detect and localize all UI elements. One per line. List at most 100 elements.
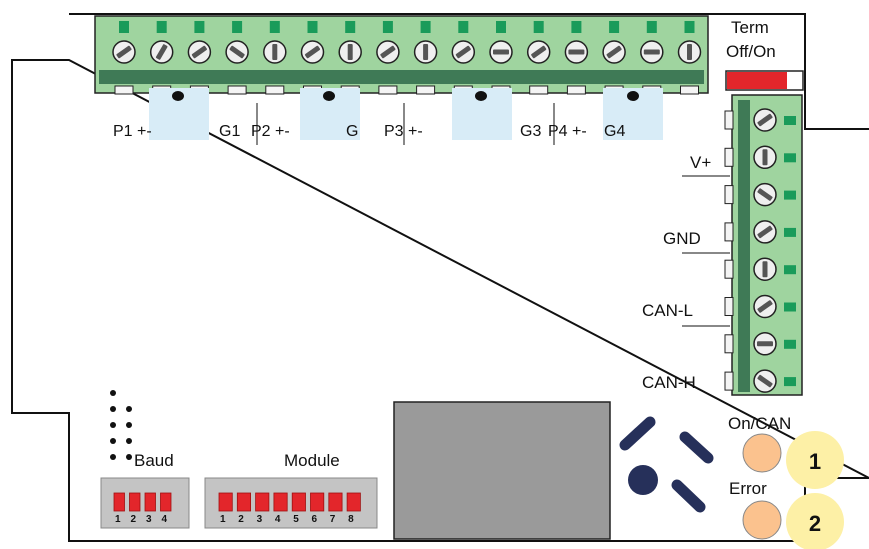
jumper-dot (110, 406, 116, 412)
top-terminal-block (94, 15, 709, 95)
terminal-tab (724, 297, 734, 316)
terminal-indicator (496, 21, 506, 33)
terminal-screw[interactable] (753, 108, 777, 132)
dip-lever[interactable] (328, 492, 343, 512)
terminal-indicator (609, 21, 620, 33)
terminal-screw[interactable] (112, 40, 136, 64)
dip-number: 4 (275, 514, 281, 525)
badge-number: 1 (809, 449, 821, 474)
dip-lever[interactable] (346, 492, 361, 512)
jumper-dot (110, 438, 116, 444)
terminal-screw[interactable] (338, 40, 362, 64)
terminal-tab (566, 85, 586, 95)
terminal-screw[interactable] (753, 369, 777, 393)
dip-lever[interactable] (113, 492, 125, 512)
terminal-tab (416, 85, 436, 95)
dip-lever[interactable] (160, 492, 172, 512)
terminal-tab (265, 85, 285, 95)
jumper-dot (110, 454, 116, 460)
terminal-indicator (533, 21, 544, 33)
dip-lever[interactable] (255, 492, 270, 512)
control-button-center[interactable] (628, 465, 658, 495)
terminal-screw[interactable] (753, 145, 777, 170)
terminal-indicator (784, 302, 796, 312)
led-label: Error (729, 479, 767, 498)
jumper-dot (126, 454, 132, 460)
terminal-screw[interactable] (225, 40, 249, 64)
terminal-indicator (646, 21, 657, 33)
dip-number: 1 (115, 514, 121, 525)
terminal-tab (724, 371, 734, 391)
terminal-indicator (307, 21, 318, 33)
terminal-screw[interactable] (263, 40, 287, 64)
label-gnd: GND (663, 229, 701, 248)
terminal-screw[interactable] (526, 40, 551, 64)
label-can-h: CAN-H (642, 373, 696, 392)
terminal-screw[interactable] (413, 40, 438, 64)
number-badge (786, 493, 844, 549)
dip-lever[interactable] (310, 492, 325, 512)
terminal-indicator (784, 339, 796, 349)
dip-number: 3 (146, 514, 152, 525)
terminal-screw[interactable] (376, 40, 400, 64)
contact-dot (172, 91, 184, 101)
terminal-tab (724, 147, 734, 167)
terminal-screw[interactable] (489, 40, 513, 64)
dip-lever[interactable] (144, 492, 156, 512)
jumper-dot (110, 422, 116, 428)
dip-number: 2 (238, 514, 244, 525)
dip-number: 7 (330, 514, 336, 525)
label-p4: P4 +- (548, 123, 587, 140)
dip-number: 3 (257, 514, 263, 525)
control-button-upper-left[interactable] (619, 416, 656, 451)
terminal-screw[interactable] (753, 182, 777, 207)
jumper-dot (126, 406, 132, 412)
led-indicator (742, 433, 782, 473)
terminal-indicator (156, 21, 167, 33)
terminal-screw[interactable] (640, 40, 664, 64)
label-p2: P2 +- (251, 123, 290, 140)
terminal-indicator (784, 153, 796, 163)
jumper-dot (110, 390, 116, 396)
terminal-indicator (784, 265, 796, 275)
side-terminal-rail (738, 100, 750, 392)
top-labels: P1 +- G1 P2 +- G P3 +- G3 P4 +- G4 (113, 103, 625, 145)
dip-lever[interactable] (273, 492, 288, 512)
terminal-screw[interactable] (753, 332, 777, 356)
dip-lever[interactable] (291, 492, 306, 512)
module-label: Module (284, 451, 340, 470)
control-pad (619, 416, 714, 513)
dip-lever[interactable] (236, 492, 252, 512)
dip-number: 6 (312, 514, 318, 525)
terminal-tab (724, 334, 734, 354)
jumper-dot (126, 438, 132, 444)
terminal-screw[interactable] (300, 40, 325, 64)
term-toggle-knob (727, 72, 787, 89)
label-g3: G3 (520, 123, 541, 140)
control-button-upper-right[interactable] (679, 431, 714, 464)
terminal-tab (724, 222, 734, 242)
terminal-screw[interactable] (564, 40, 589, 64)
dip-number: 8 (348, 514, 354, 525)
terminal-tab (680, 85, 699, 95)
terminal-screw[interactable] (602, 40, 626, 64)
terminal-screw[interactable] (753, 257, 777, 281)
terminal-screw[interactable] (753, 294, 777, 319)
terminal-screw[interactable] (677, 40, 702, 64)
led-error: Error 2 (729, 479, 844, 549)
dip-lever[interactable] (218, 492, 233, 512)
contact-dots (172, 91, 639, 101)
terminal-screw[interactable] (187, 40, 212, 64)
terminal-screw[interactable] (149, 40, 174, 64)
top-terminal-rail (99, 70, 704, 84)
terminal-indicator (420, 21, 431, 33)
terminal-screw[interactable] (753, 220, 777, 244)
led-on-can: On/CAN 1 (728, 414, 844, 489)
dip-lever[interactable] (129, 492, 141, 512)
control-button-lower-right[interactable] (671, 479, 706, 513)
dip-number: 2 (131, 514, 137, 525)
terminal-tab (227, 85, 247, 95)
terminal-screw[interactable] (451, 40, 476, 64)
